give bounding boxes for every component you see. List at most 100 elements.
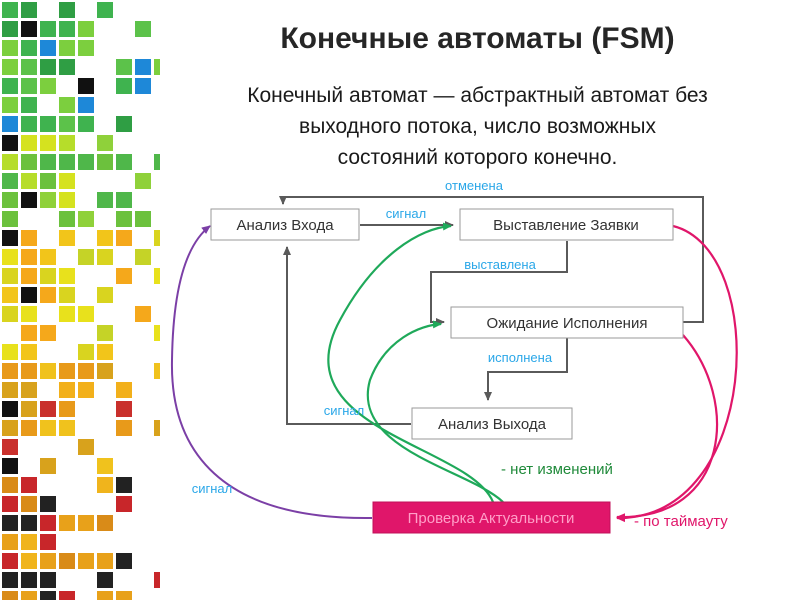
mosaic-tile bbox=[2, 173, 18, 189]
mosaic-tile bbox=[2, 363, 18, 379]
mosaic-tile bbox=[97, 230, 113, 246]
mosaic-tile bbox=[40, 249, 56, 265]
mosaic-tile bbox=[78, 116, 94, 132]
mosaic-tile bbox=[21, 230, 37, 246]
mosaic-tile bbox=[116, 401, 132, 417]
mosaic-tile bbox=[78, 306, 94, 322]
mosaic-tile bbox=[2, 268, 18, 284]
mosaic-tile bbox=[40, 268, 56, 284]
mosaic-tile bbox=[21, 382, 37, 398]
mosaic-tile bbox=[40, 553, 56, 569]
mosaic-tile bbox=[40, 78, 56, 94]
mosaic-tile bbox=[21, 477, 37, 493]
mosaic-tile bbox=[2, 515, 18, 531]
mosaic-tile bbox=[21, 249, 37, 265]
mosaic-tile bbox=[40, 154, 56, 170]
mosaic-tile bbox=[21, 553, 37, 569]
mosaic-tile bbox=[21, 154, 37, 170]
mosaic-tile bbox=[135, 249, 151, 265]
mosaic-tile bbox=[2, 249, 18, 265]
mosaic-tile bbox=[97, 515, 113, 531]
mosaic-tile bbox=[59, 2, 75, 18]
state-order-placement: Выставление Заявки bbox=[459, 208, 674, 241]
label-timeout: - по таймауту bbox=[634, 513, 728, 530]
mosaic-tile bbox=[59, 173, 75, 189]
subtitle-line-3: состояний которого конечно. bbox=[337, 146, 618, 169]
mosaic-tile bbox=[59, 40, 75, 56]
mosaic-tile bbox=[154, 325, 160, 341]
mosaic-tile bbox=[59, 21, 75, 37]
mosaic-tile bbox=[78, 553, 94, 569]
mosaic-tile bbox=[59, 553, 75, 569]
mosaic-tile bbox=[21, 40, 37, 56]
mosaic-tile bbox=[40, 287, 56, 303]
mosaic-tile bbox=[21, 97, 37, 113]
mosaic-tile bbox=[40, 116, 56, 132]
mosaic-tile bbox=[2, 439, 18, 455]
label-signal-top: сигнал bbox=[386, 206, 427, 221]
mosaic-tile bbox=[2, 192, 18, 208]
mosaic-tile bbox=[59, 97, 75, 113]
mosaic-tile bbox=[59, 382, 75, 398]
mosaic-tile bbox=[78, 154, 94, 170]
mosaic-tile bbox=[2, 458, 18, 474]
mosaic-tile bbox=[21, 496, 37, 512]
mosaic-tile bbox=[2, 553, 18, 569]
decorative-tile-mosaic bbox=[2, 2, 160, 600]
mosaic-tile bbox=[40, 21, 56, 37]
mosaic-tile bbox=[154, 59, 160, 75]
mosaic-tile bbox=[2, 477, 18, 493]
mosaic-tile bbox=[116, 116, 132, 132]
mosaic-tile bbox=[154, 154, 160, 170]
mosaic-tile bbox=[116, 496, 132, 512]
edge-order-to-check-timeout bbox=[616, 224, 738, 523]
mosaic-tile bbox=[2, 78, 18, 94]
edge-waiting-to-check-timeout bbox=[616, 334, 719, 522]
mosaic-tile bbox=[154, 268, 160, 284]
label-signal-left: сигнал bbox=[192, 481, 233, 496]
mosaic-tile bbox=[21, 534, 37, 550]
mosaic-tile bbox=[135, 211, 151, 227]
mosaic-tile bbox=[154, 230, 160, 246]
mosaic-tile bbox=[40, 401, 56, 417]
mosaic-tile bbox=[21, 572, 37, 588]
label-placed: выставлена bbox=[464, 257, 536, 272]
edge-waiting-to-output bbox=[484, 338, 568, 401]
mosaic-tile bbox=[40, 363, 56, 379]
mosaic-tile bbox=[2, 344, 18, 360]
mosaic-tile bbox=[59, 116, 75, 132]
mosaic-tile bbox=[97, 135, 113, 151]
mosaic-tile bbox=[40, 534, 56, 550]
mosaic-tile bbox=[78, 439, 94, 455]
state-awaiting-execution: Ожидание Исполнения bbox=[450, 306, 684, 339]
edge-output-to-input bbox=[283, 246, 411, 425]
mosaic-tile bbox=[40, 496, 56, 512]
mosaic-tile bbox=[59, 192, 75, 208]
mosaic-tile bbox=[21, 306, 37, 322]
mosaic-tile bbox=[2, 534, 18, 550]
mosaic-tile bbox=[116, 211, 132, 227]
mosaic-tile bbox=[2, 572, 18, 588]
mosaic-tile bbox=[21, 116, 37, 132]
state-relevance-check-label: Проверка Актуальности bbox=[408, 510, 575, 527]
mosaic-tile bbox=[21, 59, 37, 75]
mosaic-tile bbox=[21, 515, 37, 531]
mosaic-tile bbox=[40, 192, 56, 208]
edge-check-to-input bbox=[170, 225, 373, 520]
state-awaiting-execution-label: Ожидание Исполнения bbox=[487, 315, 648, 332]
mosaic-tile bbox=[59, 287, 75, 303]
mosaic-tile bbox=[116, 154, 132, 170]
mosaic-tile bbox=[78, 382, 94, 398]
slide-title: Конечные автоматы (FSM) bbox=[280, 22, 675, 55]
slide-subtitle: Конечный автомат — абстрактный автомат б… bbox=[170, 80, 785, 173]
mosaic-tile bbox=[97, 249, 113, 265]
mosaic-tile bbox=[116, 192, 132, 208]
mosaic-tile bbox=[78, 78, 94, 94]
label-signal-mid: сигнал bbox=[324, 403, 365, 418]
mosaic-tile bbox=[21, 2, 37, 18]
edge-check-to-order bbox=[327, 222, 495, 503]
mosaic-tile bbox=[135, 21, 151, 37]
mosaic-tile bbox=[97, 344, 113, 360]
mosaic-tile bbox=[97, 458, 113, 474]
